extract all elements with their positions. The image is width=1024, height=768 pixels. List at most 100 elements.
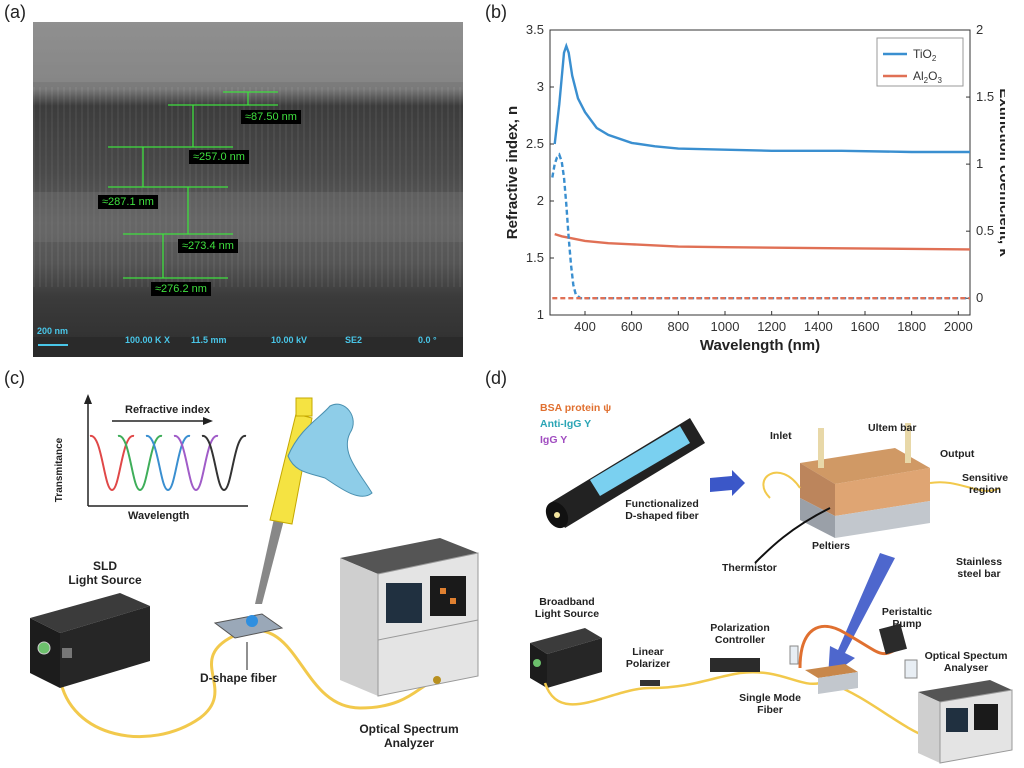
setup-fiber [543,670,821,706]
measurement-4: ≈273.4 nm [178,239,238,253]
y-tick-label-2: 2 [537,193,544,208]
sem-voltage: 10.00 kV [271,335,308,345]
polarization-controller [710,658,760,672]
linear-polarizer [640,680,660,686]
fiber-in [762,471,801,499]
inset-xlabel: Wavelength [128,510,190,522]
beaker-icon [904,659,918,679]
x-tick-label-7: 1800 [897,319,926,334]
x-tick-label-0: 400 [574,319,596,334]
igg-label: IgG Y [540,434,568,446]
output-label: Output [940,448,975,460]
d-shape-fiber-label: D-shape fiber [200,671,277,685]
x-tick-label-2: 800 [667,319,689,334]
measurement-1: ≈87.50 nm [241,110,301,124]
flow-cell [805,664,858,694]
transmission-dip-1 [117,435,163,492]
y2-axis-label: Extinction coefficient, k [996,88,1005,257]
transmission-dip-2 [145,435,191,492]
fiber-out [929,481,1001,492]
y2-tick-label-3: 1.5 [976,89,994,104]
optical-fiber [58,628,438,739]
arrow-down-icon [828,553,895,678]
panel-d-drawing [530,418,1013,764]
transmission-dip-0 [89,435,135,492]
y2-tick-label-2: 1 [976,156,983,171]
transmission-dip-3 [173,435,219,492]
y2-tick-label-4: 2 [976,22,983,37]
measurement-5: ≈276.2 nm [151,282,211,296]
panel-label-c: (c) [4,368,25,388]
broadband-light-source [530,628,602,688]
y-tick-label-5: 3.5 [526,22,544,37]
sem-measure-lines [38,91,278,346]
panel-label-a: (a) [4,2,26,22]
thermistor-label: Thermistor [722,562,777,574]
panel-label-b: (b) [485,2,507,22]
transmission-dips [89,435,247,492]
y-tick-label-0: 1 [537,307,544,322]
legend-label-1: Al2O3 [913,69,942,85]
sld-light-source-box [30,593,150,688]
legend-box [876,37,964,87]
series-line-0 [553,42,970,154]
x-tick-label-1: 600 [621,319,643,334]
series-line-2 [551,152,970,300]
inset-axes [87,400,248,507]
inset-title: Refractive index [125,404,210,416]
x-tick-label-3: 1000 [711,319,740,334]
sem-texture [33,22,463,357]
y2-tick-label-1: 0.5 [976,223,994,238]
peristaltic-pump [879,623,907,655]
sensor-plate [213,613,284,639]
tubing [798,624,896,669]
panel-c-drawing [30,394,479,739]
sem-tilt: 0.0 ° [418,335,437,345]
optical-spectrum-analyzer [340,538,479,697]
antiigg-label: Anti-IgG Y [540,418,592,430]
inset-ylabel: Transmitance [54,437,65,503]
x-tick-label-8: 2000 [944,319,973,334]
plot-frame [549,29,971,316]
x-tick-label-6: 1600 [851,319,880,334]
droplet-icon [246,615,258,627]
measurement-2: ≈257.0 nm [189,150,249,164]
inset-yaxis-arrow-icon [84,394,92,404]
functionalized-fiber [545,418,705,529]
sensor-cell [800,423,930,538]
x-axis-label: Wavelength (nm) [700,337,820,354]
transmission-dip-4 [201,435,247,492]
sem-magnification: 100.00 K X [125,335,171,345]
peltiers-label: Peltiers [812,540,850,552]
x-tick-label-4: 1200 [757,319,786,334]
measurement-3: ≈287.1 nm [98,195,158,209]
bsa-label: BSA protein ψ [540,402,612,414]
ultem-bar-label: Ultem bar [868,422,917,434]
inlet-label: Inlet [770,430,792,442]
pipette-icon [255,397,373,604]
vial-icon [789,645,799,665]
sem-working-distance: 11.5 mm [191,335,227,345]
y-tick-label-4: 3 [537,79,544,94]
thermistor-wire [754,507,831,564]
series-line-1 [554,232,971,251]
y-tick-label-3: 2.5 [526,136,544,151]
sem-scalebar-label: 200 nm [37,326,69,336]
panel-label-d: (d) [485,368,507,388]
arrow-right-icon [203,417,213,425]
sem-detector: SE2 [345,335,363,345]
arrow-right-icon [710,470,745,496]
sem-image: ≈87.50 nm ≈257.0 nm ≈287.1 nm ≈273.4 nm … [33,22,463,357]
